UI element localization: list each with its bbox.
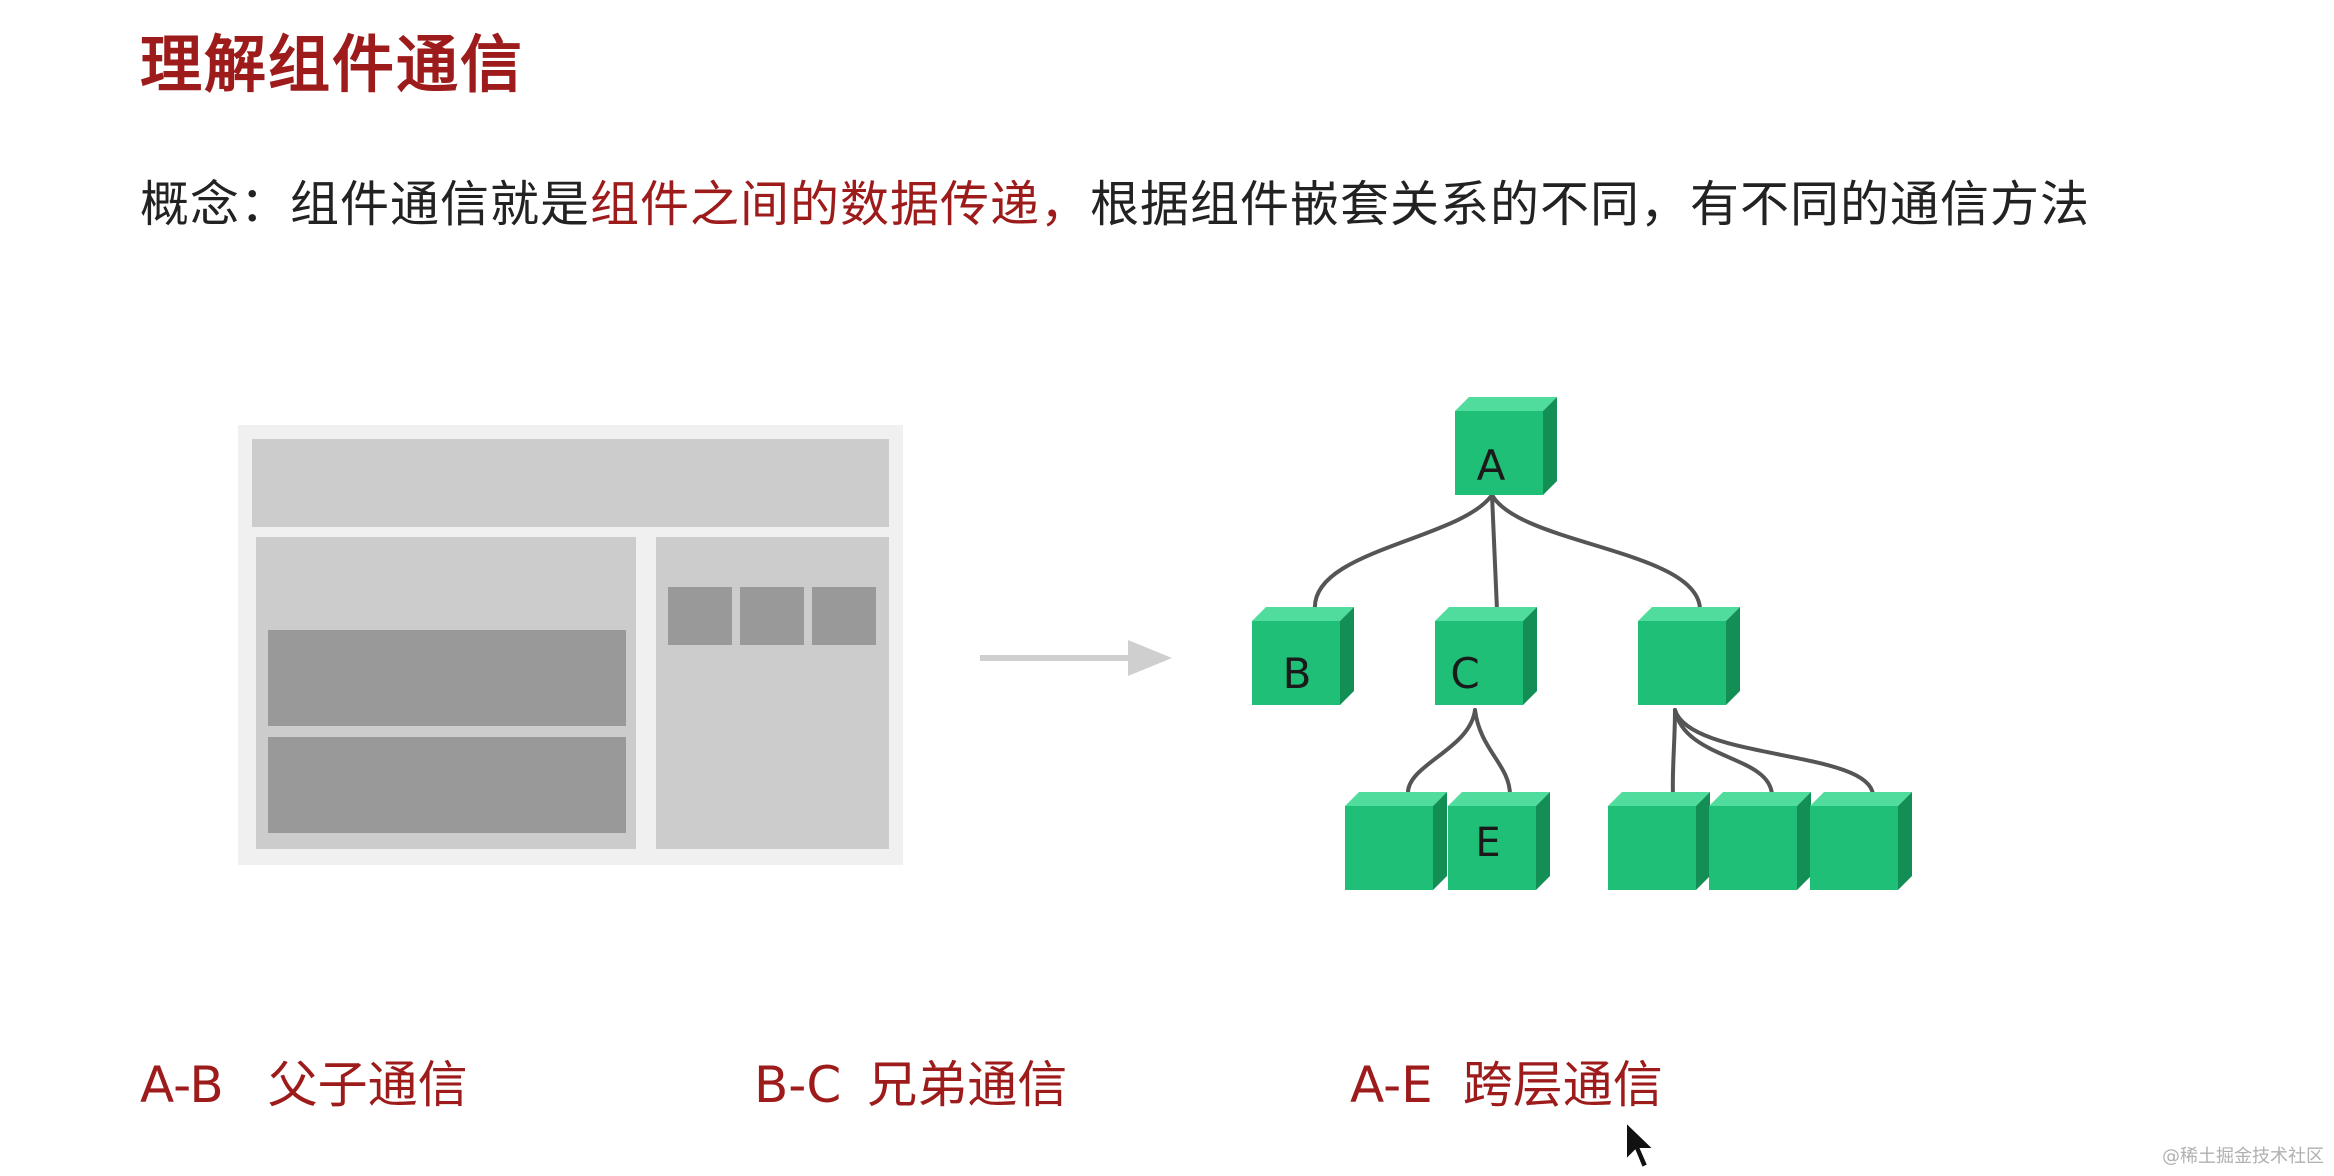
node-right-child-3-cube [1810,792,1912,890]
node-right-child-2-cube [1709,792,1811,890]
edge-right-3 [1673,708,1875,797]
page-layout-illustration [238,425,903,865]
label-code: A-E [1350,1056,1433,1114]
arrow-right-icon [980,640,1172,676]
edge-a-right [1490,493,1702,612]
concept-prefix: 概念：组件通信就是 [140,176,591,233]
layout-side-box-1 [668,587,732,645]
edge-c-left [1405,708,1477,797]
concept-text: 概念：组件通信就是组件之间的数据传递，根据组件嵌套关系的不同，有不同的通信方法 [140,165,2090,236]
edge-c-e [1473,708,1512,797]
edge-right-2 [1673,708,1774,797]
edge-a-b [1312,493,1494,612]
mouse-pointer-icon [1625,1120,1657,1170]
label-text: 父子通信 [267,1056,468,1114]
layout-side-box-2 [740,587,804,645]
node-right-cube [1638,607,1740,705]
node-e-label: E [1475,820,1500,866]
layout-header-block [252,439,889,527]
label-code: A-B [140,1056,224,1114]
label-code: B-C [754,1056,842,1114]
edge-a-c [1490,493,1499,612]
node-a-label: A [1477,441,1506,490]
label-parent-child: A-B 父子通信 [140,1045,468,1117]
label-sibling: B-C 兄弟通信 [754,1045,1067,1117]
label-text: 兄弟通信 [867,1056,1068,1114]
node-c-child-cube [1345,792,1447,890]
concept-highlight: 组件之间的数据传递， [590,176,1091,233]
layout-side-box-3 [812,587,876,645]
edge-right-1 [1670,708,1677,797]
watermark: @稀土掘金技术社区 [2162,1146,2324,1167]
node-right-child-1-cube [1608,792,1710,890]
node-a-cube [1455,397,1557,495]
layout-main-row-2 [268,737,626,833]
node-c-label: C [1450,649,1479,698]
node-b-label: B [1283,649,1312,698]
label-cross-level: A-E 跨层通信 [1350,1045,1663,1117]
concept-suffix: 根据组件嵌套关系的不同，有不同的通信方法 [1090,176,2091,233]
page-title: 理解组件通信 [140,28,525,101]
label-text: 跨层通信 [1462,1056,1663,1114]
layout-main-row-1 [268,630,626,726]
